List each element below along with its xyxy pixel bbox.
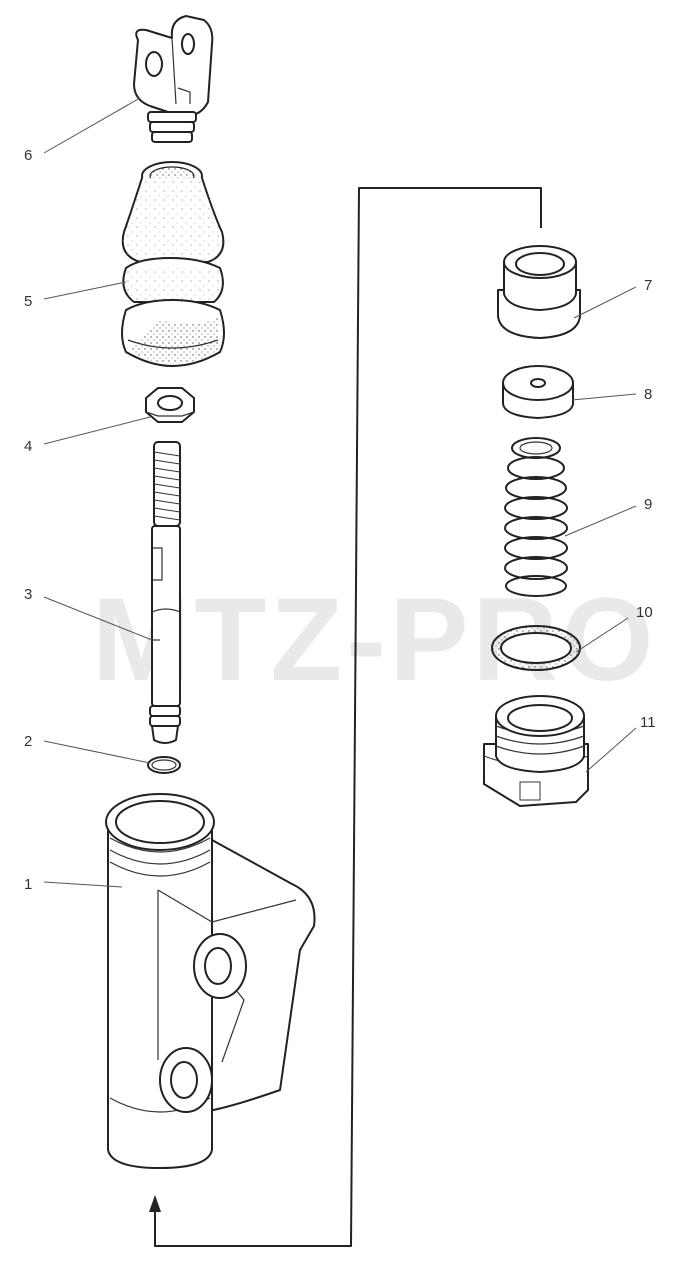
callout-7: 7 — [644, 277, 652, 294]
part-2-ring — [147, 756, 181, 774]
flow-arrow-icon — [149, 1195, 161, 1212]
callout-8: 8 — [644, 386, 652, 403]
part-3-rod — [149, 441, 181, 744]
part-5-boot — [121, 161, 225, 367]
part-1-cylinder-body — [105, 793, 316, 1169]
part-9-spring — [504, 437, 568, 597]
callout-3: 3 — [24, 586, 32, 603]
callout-1: 1 — [24, 876, 32, 893]
part-7-cap — [497, 245, 581, 339]
callout-2: 2 — [24, 733, 32, 750]
callout-4: 4 — [24, 438, 32, 455]
part-4-hex-nut — [145, 387, 195, 423]
part-6-clevis — [133, 15, 214, 143]
part-10-gasket — [491, 625, 581, 671]
part-8-washer — [502, 365, 574, 419]
callout-11: 11 — [640, 714, 656, 731]
assembly-flow-line — [149, 187, 542, 1247]
callout-6: 6 — [24, 147, 32, 164]
callout-5: 5 — [24, 293, 32, 310]
leader-lines — [43, 97, 637, 888]
part-11-plug — [483, 695, 589, 807]
callout-9: 9 — [644, 496, 652, 513]
callout-10: 10 — [636, 604, 653, 621]
